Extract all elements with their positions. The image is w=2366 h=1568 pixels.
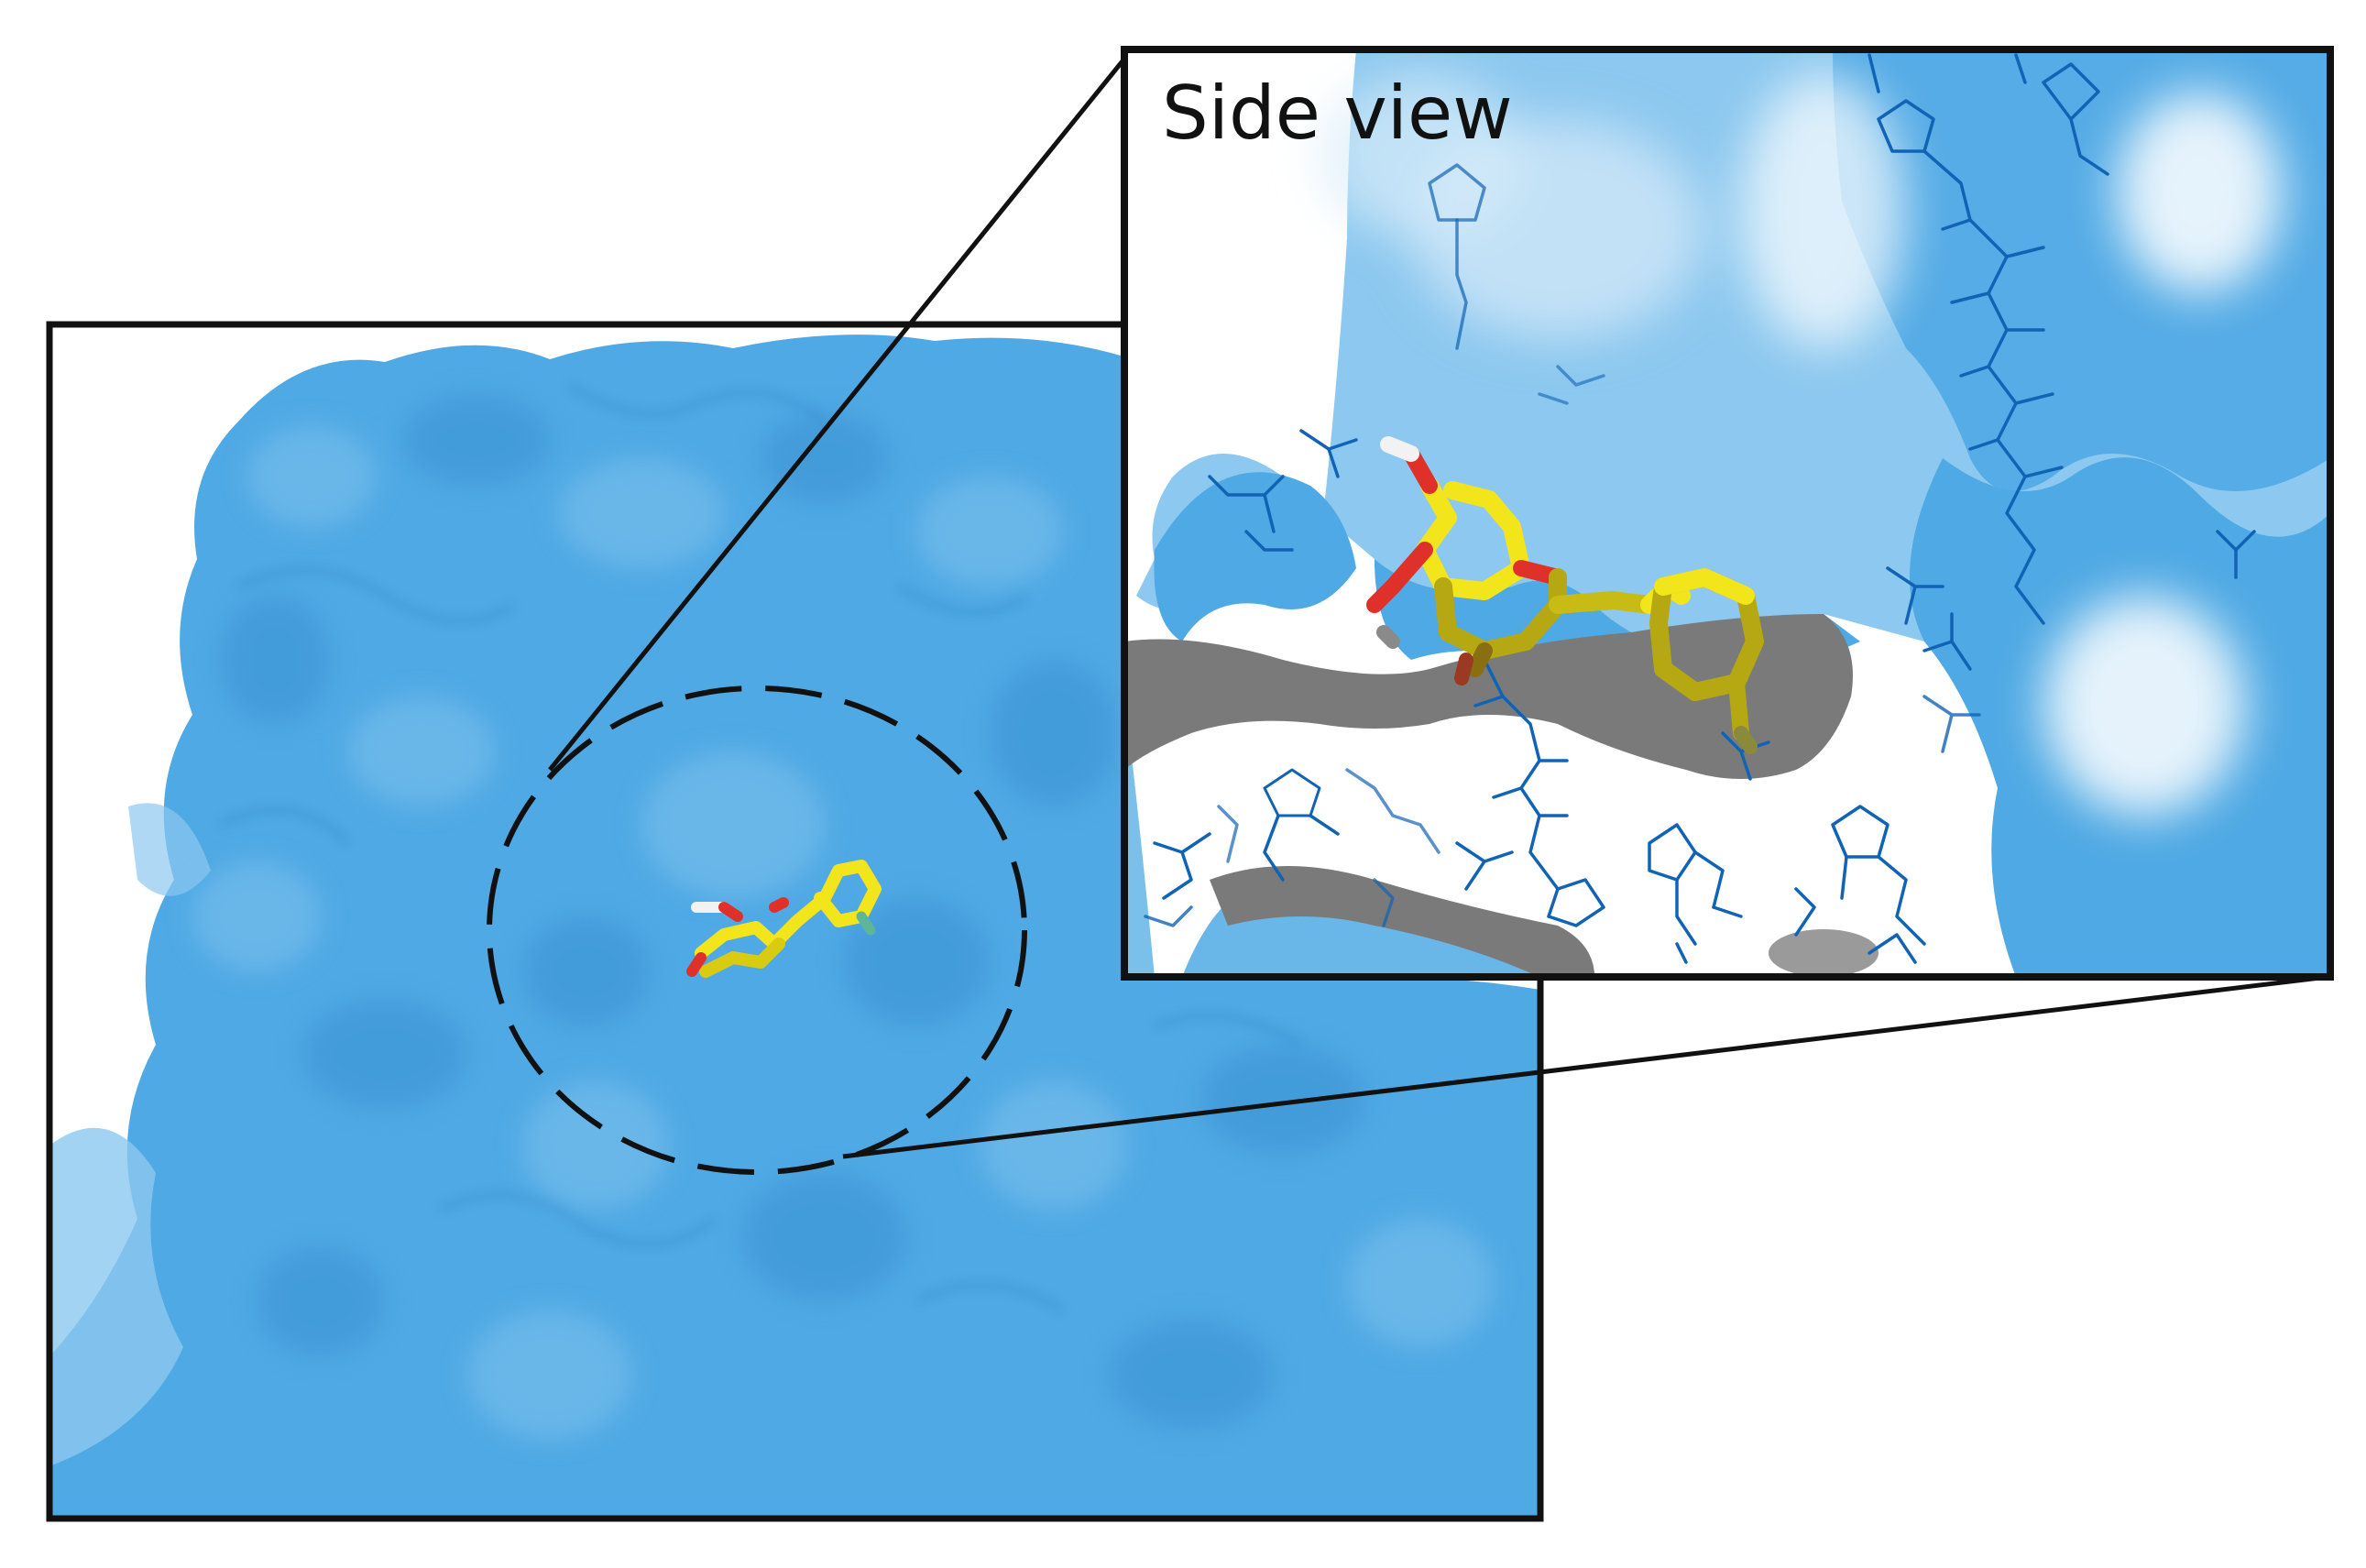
side-view-label: Side view (1162, 71, 1513, 156)
zoom-connector-lines (548, 51, 2328, 1159)
ligand-stick-model (686, 860, 882, 978)
inset-panel-frame (1121, 46, 2334, 981)
residue-lines (1144, 53, 2256, 964)
inset-ligand-stick-model (1366, 436, 1764, 754)
zoom-region-marker (487, 685, 1027, 1175)
side-view-inset (1124, 49, 2330, 977)
